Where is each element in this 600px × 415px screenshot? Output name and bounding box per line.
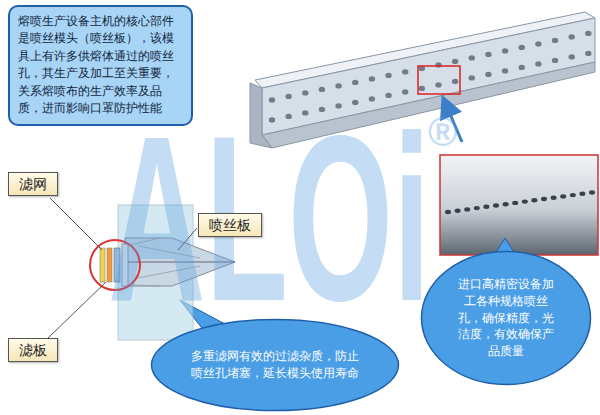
- node-text: 滤网: [19, 175, 47, 193]
- ellipse-outline: [150, 318, 400, 412]
- callout-ellipse: 进口高精密设备加工各种规格喷丝孔，确保精度，光洁度，有效确保产品质量: [420, 250, 592, 386]
- intro-box: 熔喷生产设备主机的核心部件是喷丝模头（喷丝板），该模具上有许多供熔体通过的喷丝孔…: [8, 5, 193, 126]
- node-text: 喷丝板: [209, 216, 251, 234]
- detail-frame: [418, 66, 460, 94]
- node-text: 熔喷生产设备主机的核心部件是喷丝模头（喷丝板），该模具上有许多供熔体通过的喷丝孔…: [18, 13, 183, 117]
- callout-ellipse: 多重滤网有效的过滤杂质，防止喷丝孔堵塞，延长模头使用寿命: [150, 318, 400, 412]
- leader-line: [50, 198, 102, 250]
- watermark-logo: ALOi: [108, 100, 430, 336]
- hole-closeup: [440, 155, 598, 255]
- leader-line: [48, 282, 106, 338]
- node-text: 多重滤网有效的过滤杂质，防止喷丝孔堵塞，延长模头使用寿命: [190, 348, 360, 382]
- node-text: 进口高精密设备加工各种规格喷丝孔，确保精度，光洁度，有效确保产品质量: [456, 276, 556, 360]
- part-label: 滤网: [8, 172, 58, 196]
- node-text: 滤板: [19, 341, 47, 359]
- part-label: 喷丝板: [198, 213, 262, 237]
- part-label: 滤板: [8, 338, 58, 362]
- watermark-mark: ®: [428, 112, 457, 152]
